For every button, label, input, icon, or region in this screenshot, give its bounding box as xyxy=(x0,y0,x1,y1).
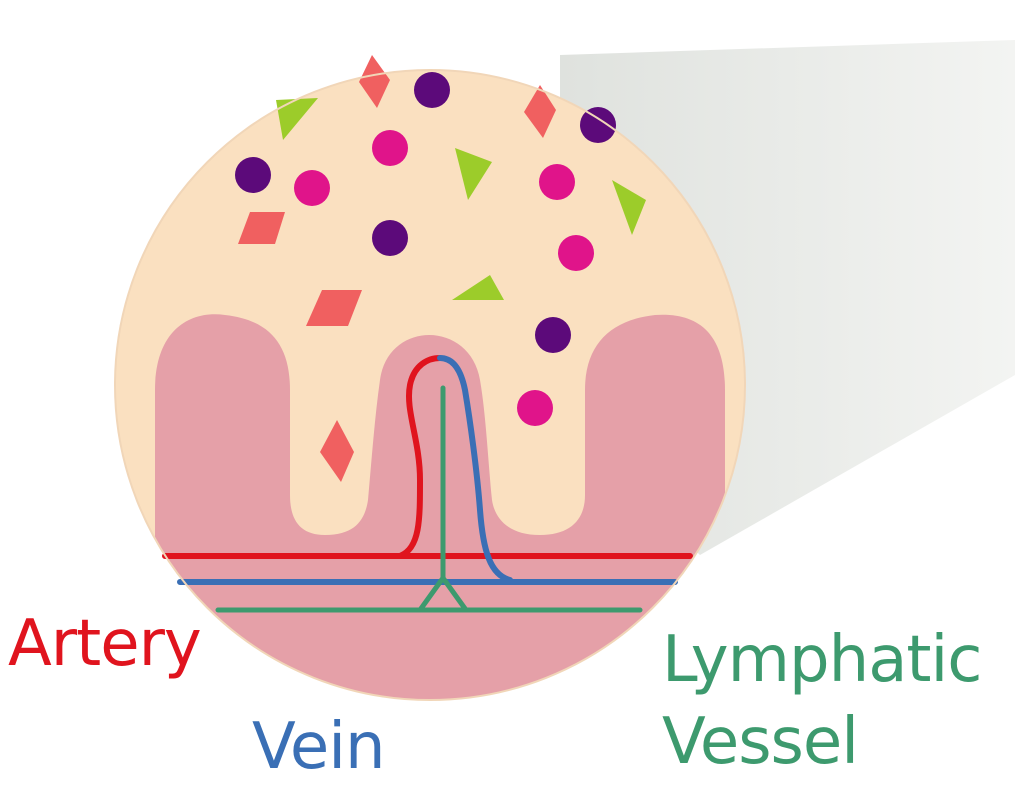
artery-label: Artery xyxy=(8,612,201,676)
vein-label: Vein xyxy=(252,715,385,779)
magenta-nutrient xyxy=(517,390,553,426)
purple-nutrient xyxy=(372,220,408,256)
purple-nutrient xyxy=(414,72,450,108)
purple-nutrient xyxy=(535,317,571,353)
magenta-nutrient xyxy=(372,130,408,166)
magenta-nutrient xyxy=(558,235,594,271)
purple-nutrient xyxy=(235,157,271,193)
lymphatic-label-line2: Vessel xyxy=(662,710,858,774)
magenta-nutrient xyxy=(539,164,575,200)
villi-tissue xyxy=(155,314,725,760)
purple-nutrient xyxy=(580,107,616,143)
lymphatic-label-line1: Lymphatic xyxy=(662,628,981,692)
magenta-nutrient xyxy=(294,170,330,206)
